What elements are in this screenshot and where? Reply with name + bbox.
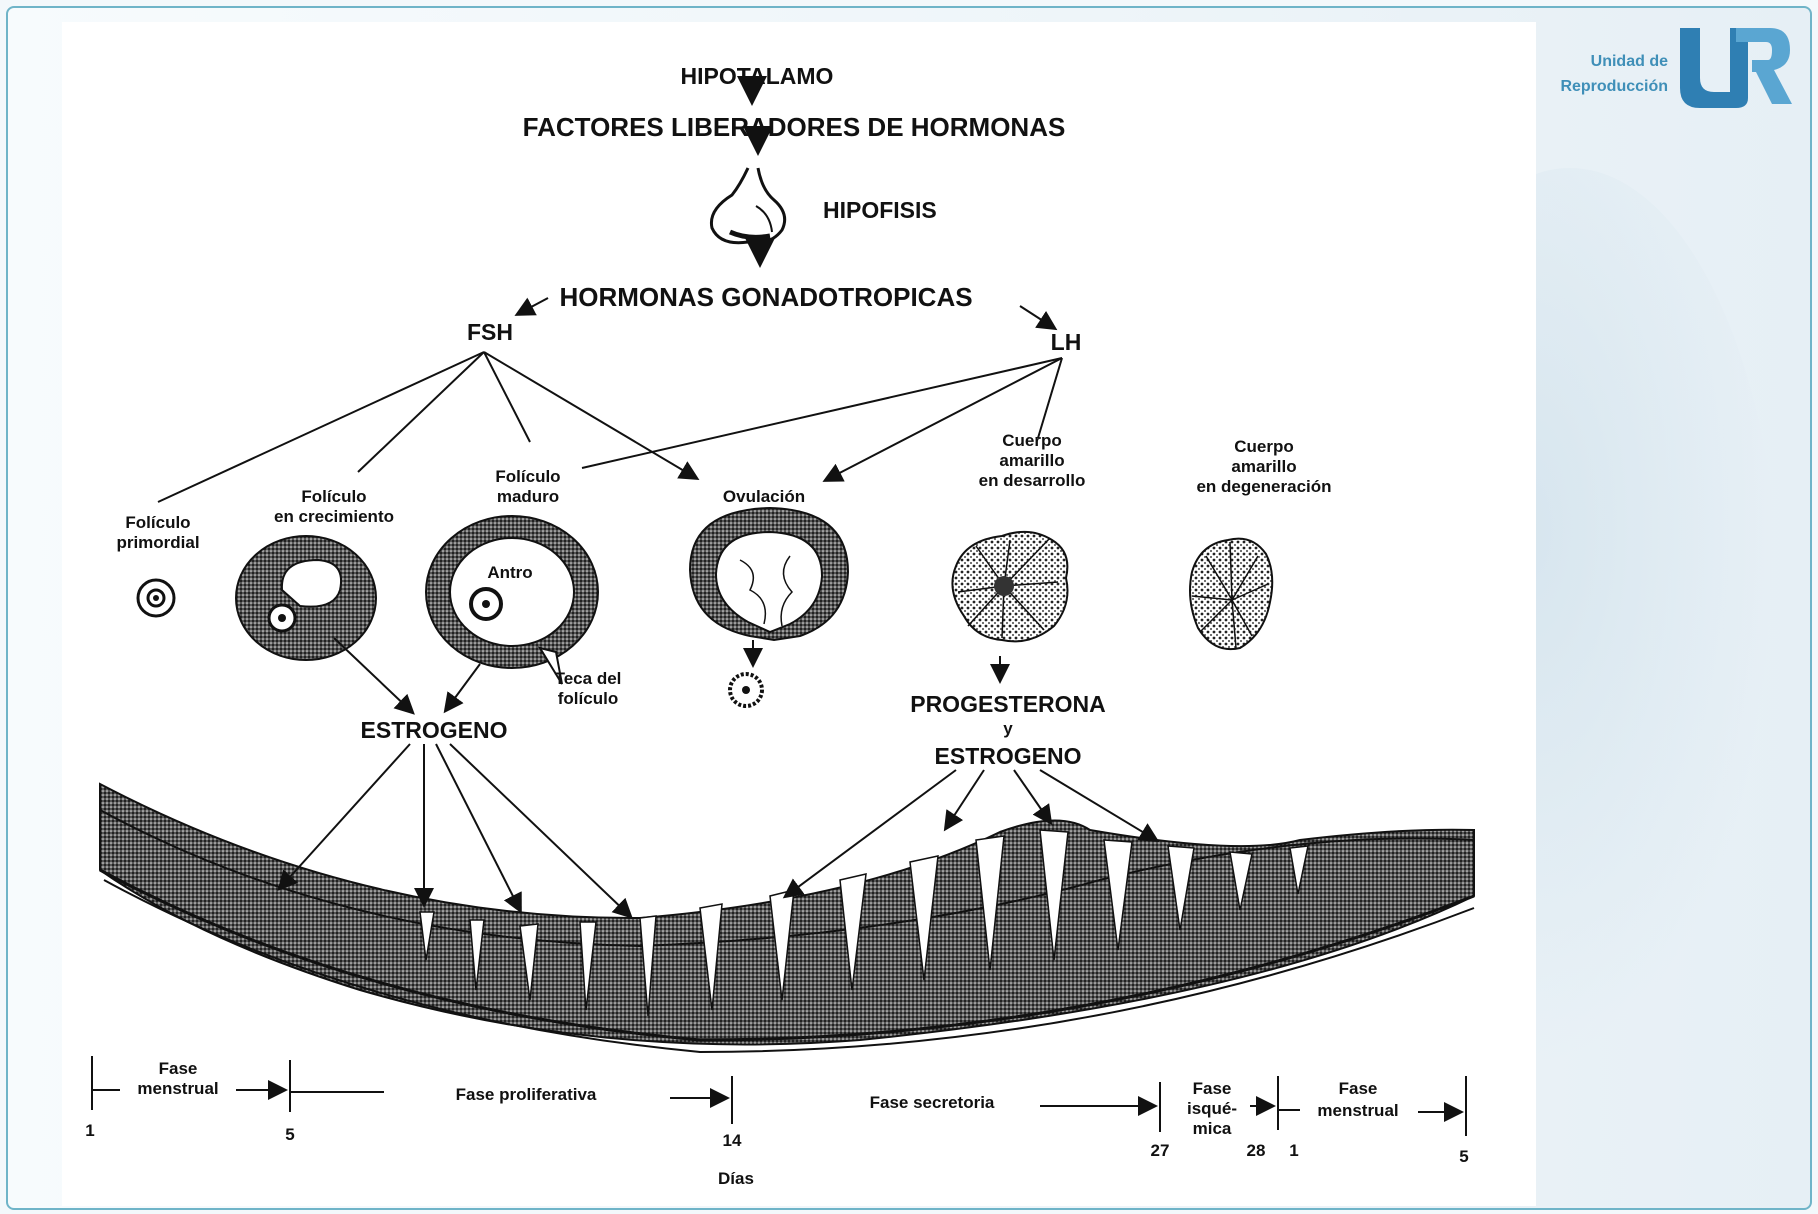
ovulacion-label: Ovulación bbox=[723, 487, 805, 506]
ovulation-follicle bbox=[690, 508, 848, 706]
day-1b-label: 1 bbox=[1289, 1141, 1298, 1160]
mature-follicle: Antro bbox=[426, 516, 598, 684]
maduro-label-1: Folículo bbox=[495, 467, 560, 486]
progesterona-label: PROGESTERONA bbox=[910, 691, 1106, 717]
arrow-growing-to-estrogeno bbox=[334, 638, 412, 712]
arrow-to-lh bbox=[1020, 306, 1054, 328]
estrogeno2-label: ESTROGENO bbox=[935, 743, 1082, 769]
day-5-label: 5 bbox=[285, 1125, 294, 1144]
day-5b-label: 5 bbox=[1459, 1147, 1468, 1166]
fase-menstrual2-label-2: menstrual bbox=[1317, 1101, 1398, 1120]
logo-line2: Reproducción bbox=[1560, 78, 1668, 95]
desarrollo-label-3: en desarrollo bbox=[979, 471, 1086, 490]
timeline-ticks bbox=[92, 1056, 1466, 1136]
fase-isquemica-label-3: mica bbox=[1193, 1119, 1232, 1138]
fase-menstrual1-label-2: menstrual bbox=[137, 1079, 218, 1098]
dias-label: Días bbox=[718, 1169, 754, 1188]
growing-follicle bbox=[236, 536, 376, 660]
day-28-label: 28 bbox=[1247, 1141, 1266, 1160]
fase-proliferativa-label: Fase proliferativa bbox=[456, 1085, 597, 1104]
fase-secretoria-label: Fase secretoria bbox=[870, 1093, 995, 1112]
teca-label-2: folículo bbox=[558, 689, 618, 708]
developing-corpus-luteum bbox=[952, 532, 1067, 642]
day-27-label: 27 bbox=[1151, 1141, 1170, 1160]
maduro-label-2: maduro bbox=[497, 487, 559, 506]
day-1-label: 1 bbox=[85, 1121, 94, 1140]
fase-isquemica-label-1: Fase bbox=[1193, 1079, 1232, 1098]
ur-logo-mark bbox=[1680, 28, 1792, 108]
degeneracion-label-2: amarillo bbox=[1231, 457, 1296, 476]
antro-label: Antro bbox=[487, 563, 532, 582]
primordial-follicle bbox=[138, 580, 174, 616]
fase-menstrual2-label-1: Fase bbox=[1339, 1079, 1378, 1098]
lh-lines bbox=[582, 358, 1062, 480]
factores-label: FACTORES LIBERADORES DE HORMONAS bbox=[523, 112, 1066, 142]
teca-label-1: Teca del bbox=[555, 669, 622, 688]
fsh-lines bbox=[158, 352, 696, 502]
primordial-label-1: Folículo bbox=[125, 513, 190, 532]
arrow-to-fsh bbox=[518, 298, 548, 314]
crecimiento-label-2: en crecimiento bbox=[274, 507, 394, 526]
fsh-label: FSH bbox=[467, 319, 513, 345]
gonadotropicas-label: HORMONAS GONADOTROPICAS bbox=[559, 282, 972, 312]
arrow-mature-to-estrogeno bbox=[446, 664, 480, 710]
hipotalamo-label: HIPOTALAMO bbox=[681, 63, 834, 89]
logo-line1: Unidad de bbox=[1591, 53, 1668, 70]
fase-isquemica-label-2: isqué- bbox=[1187, 1099, 1237, 1118]
hipofisis-label: HIPOFISIS bbox=[823, 197, 937, 223]
estrogeno-label: ESTROGENO bbox=[361, 717, 508, 743]
endometrium-drawing bbox=[100, 784, 1474, 1052]
desarrollo-label-2: amarillo bbox=[999, 451, 1064, 470]
day-14-label: 14 bbox=[723, 1131, 742, 1150]
hipofisis-drawing bbox=[711, 168, 784, 243]
lh-label: LH bbox=[1051, 329, 1082, 355]
crecimiento-label-1: Folículo bbox=[301, 487, 366, 506]
degeneracion-label-1: Cuerpo bbox=[1234, 437, 1294, 456]
fase-menstrual1-label-1: Fase bbox=[159, 1059, 198, 1078]
primordial-label-2: primordial bbox=[116, 533, 199, 552]
degenerating-corpus-luteum bbox=[1190, 539, 1272, 650]
desarrollo-label-1: Cuerpo bbox=[1002, 431, 1062, 450]
logo: Unidad de Reproducción bbox=[1560, 28, 1792, 108]
degeneracion-label-3: en degeneración bbox=[1196, 477, 1331, 496]
y-label: y bbox=[1003, 719, 1013, 738]
